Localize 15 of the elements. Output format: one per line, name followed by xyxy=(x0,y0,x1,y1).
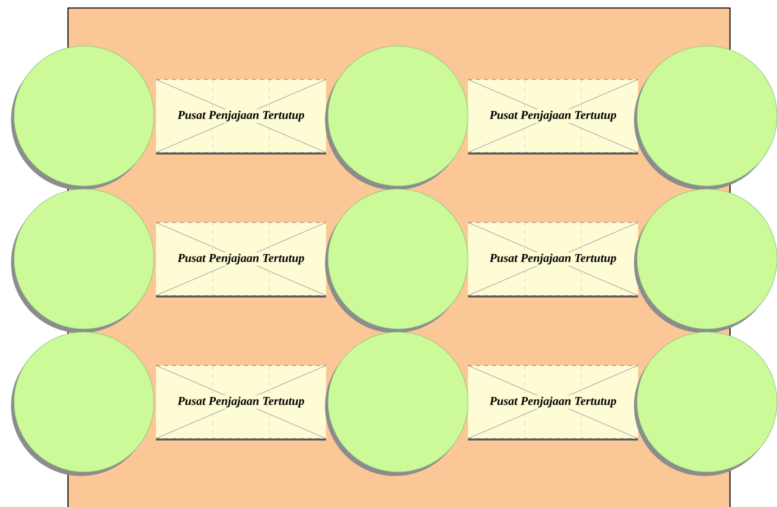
circle xyxy=(634,46,777,190)
circle xyxy=(325,188,468,333)
circle xyxy=(11,46,154,190)
circle xyxy=(634,332,777,476)
circle xyxy=(634,188,777,333)
circle xyxy=(325,46,468,190)
stall-box: Pusat Penjajaan Tertutup xyxy=(156,222,326,298)
circle xyxy=(11,188,154,333)
stall-box: Pusat Penjajaan Tertutup xyxy=(468,222,638,298)
stall-box: Pusat Penjajaan Tertutup xyxy=(156,365,326,440)
stall-box: Pusat Penjajaan Tertutup xyxy=(156,79,326,154)
stall-box: Pusat Penjajaan Tertutup xyxy=(468,79,638,154)
circle xyxy=(325,332,468,476)
circle xyxy=(11,332,154,476)
stall-box: Pusat Penjajaan Tertutup xyxy=(468,365,638,440)
